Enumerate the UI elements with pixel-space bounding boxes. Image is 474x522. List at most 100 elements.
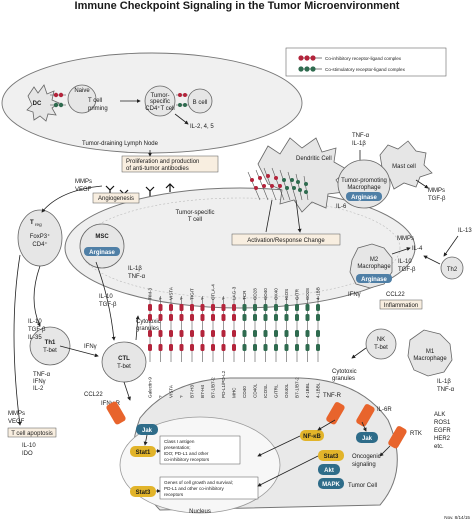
ladder-molecule — [190, 344, 194, 351]
growth-box — [159, 476, 259, 500]
naive-t-cell-icon — [67, 84, 97, 114]
inflammation-box — [379, 299, 423, 310]
receptor-label: GITR — [295, 288, 300, 300]
ligand-label: B7-H3 — [190, 385, 195, 398]
mmps-vegf-left-1: MMPs — [8, 411, 25, 417]
ladder-molecule — [284, 344, 289, 351]
ladder-molecule — [200, 330, 205, 337]
legend-stimulatory-label: Co-stimulatory receptor-ligand complex — [325, 67, 406, 72]
legend: Co-inhibitory receptor-ligand complex Co… — [285, 47, 447, 77]
ladder-molecule — [263, 314, 268, 321]
ladder-molecule — [253, 330, 257, 337]
cd4-b-receptor-pair — [176, 93, 188, 107]
b-cell-label: B cell — [193, 100, 208, 106]
ladder-molecule — [253, 344, 257, 351]
growth-line-1: Genes of cell growth and survival; — [164, 480, 233, 485]
ligand-label: GITRL — [274, 384, 279, 398]
activation-label: Activation/Response Change — [247, 238, 325, 244]
ladder-molecule — [316, 304, 320, 311]
ladder-molecule — [263, 344, 268, 351]
ladder-molecule — [221, 344, 226, 351]
ladder-molecule — [295, 344, 299, 351]
naive-label-2: T cell — [88, 98, 102, 104]
tnfr-receptor — [326, 402, 345, 425]
il10-ido-2: IDO — [22, 451, 33, 457]
il1b-m1-label: IL-1β — [437, 379, 451, 385]
cd4-t-cell-icon — [144, 85, 176, 117]
apoptosis-label: T cell apoptosis — [11, 431, 53, 437]
ligand-label: CD40 — [242, 386, 247, 398]
il10-m2-label: IL-10 — [398, 259, 412, 265]
dc-cell-icon — [26, 84, 60, 122]
ccl22-left-label: CCL22 — [84, 392, 103, 398]
foxp3-label: FoxP3⁺ — [30, 233, 51, 240]
ligand-label: B7-1/B7-2 — [295, 377, 300, 398]
ligand-label: 4-1BBL — [316, 382, 321, 398]
arginase-pill-3 — [84, 247, 120, 256]
il6r-label: IL-6R — [377, 407, 392, 413]
ladder-molecule — [274, 330, 278, 337]
ladder-molecule — [242, 330, 247, 337]
msc-cell-icon — [79, 223, 125, 269]
stat3-left-pill — [130, 486, 156, 497]
stat1-label: Stat1 — [136, 450, 151, 456]
ligand-label: CD40L — [253, 383, 258, 398]
il1b-ctl: IL-1β — [128, 266, 142, 272]
m2-label-1: M2 — [370, 257, 379, 263]
ladder-molecule — [221, 314, 226, 321]
ladder-molecule — [263, 304, 268, 311]
left-arrows — [13, 185, 140, 426]
dendritic-label: Dendritic Cell — [296, 156, 332, 162]
tnf-1-label: TNF-α — [352, 133, 370, 139]
rtk-list-3: EGFR — [434, 428, 451, 434]
jak-right-label: Jak — [362, 436, 373, 442]
ladder-molecule — [179, 330, 184, 337]
mmps-vegf-top-1: MMPs — [75, 179, 92, 185]
class1-line-2: presentation; — [164, 445, 191, 450]
jak-left-pill — [136, 424, 158, 435]
growth-line-2: PD-L1 and other co-inhibitory — [164, 486, 224, 491]
ligand-label: PD-L1/PD-L2 — [221, 370, 226, 398]
akt-pill — [318, 464, 340, 475]
nk-label-1: NK — [377, 337, 385, 343]
ligand-label: B7-H4 — [200, 385, 205, 398]
apoptosis-box — [7, 427, 57, 438]
tnfa-ctl: TNF-α — [128, 274, 146, 280]
cd4-treg-label: CD4⁺ — [32, 241, 47, 248]
ladder-molecule — [158, 304, 163, 311]
nk-cell-icon — [365, 328, 397, 360]
akt-label: Akt — [324, 468, 334, 474]
stat3-right-label: Stat3 — [324, 454, 339, 460]
mapk-label: MAPK — [322, 482, 340, 488]
tpm-label-2: Macrophage — [347, 185, 381, 191]
ladder-molecule — [253, 314, 257, 321]
ladder-molecule — [232, 344, 236, 351]
cytotoxic-nk-1: Cytotoxic — [332, 369, 357, 375]
jak-left-label: Jak — [142, 428, 153, 434]
ladder-molecule — [295, 314, 299, 321]
dendritic-cell — [257, 137, 349, 213]
dc-receptor-pair — [50, 92, 66, 108]
th1-label-2: T-bet — [43, 348, 57, 354]
tnfa-th1-3: IL-2 — [33, 386, 44, 392]
class1-line-1: Class I antigen — [164, 439, 195, 444]
tgfb-msc: TGF-β — [99, 302, 117, 308]
mmps-vegf-top-2: VEGF — [75, 187, 92, 193]
ligand-label: MHC — [232, 387, 237, 398]
angiogenesis-box — [92, 192, 140, 204]
ligand-label: ? — [158, 395, 163, 398]
antibody-icons — [105, 183, 175, 200]
cd4-label-3: CD4⁺T cell — [145, 105, 174, 112]
activation-box — [231, 233, 341, 246]
ladder-molecule — [221, 304, 226, 311]
stat3-right-pill — [318, 450, 344, 461]
il6-label: IL-6 — [336, 204, 347, 210]
tumor-t-label-1: Tumor-specific — [175, 210, 214, 216]
ctl-cell-icon — [101, 341, 147, 383]
receptor-label: ICOS — [284, 289, 289, 300]
ifng-nk-label: IFNγ — [348, 292, 361, 298]
receptor-label: CD40 — [263, 288, 268, 300]
lymph-node-label: Tumor-draining Lymph Node — [82, 141, 159, 147]
ladder-molecule — [284, 314, 289, 321]
